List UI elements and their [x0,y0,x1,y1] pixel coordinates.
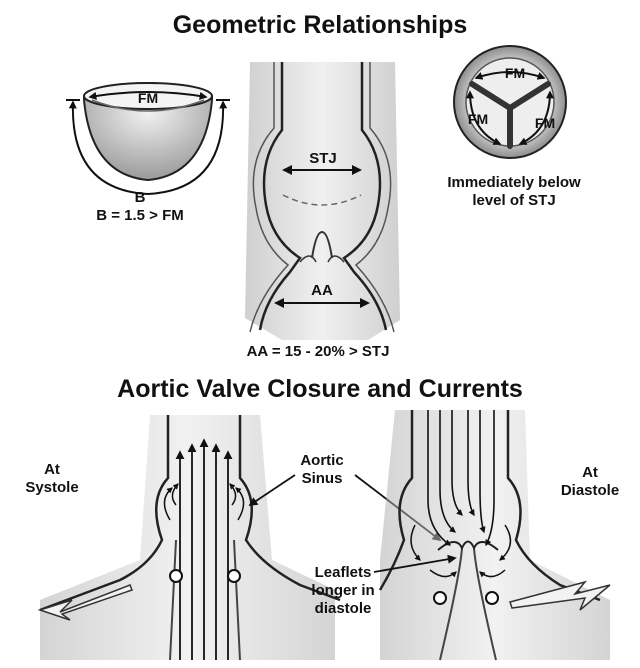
diastole-illustration [380,410,610,660]
ring-fm-left: FM [468,111,488,127]
bowl-fm-label: FM [138,90,158,106]
ring-caption-line2: level of STJ [472,192,555,209]
leaflets-label-line1: Leaflets [315,564,372,581]
sinus-label-line2: Sinus [302,470,343,487]
top-title: Geometric Relationships [173,11,468,39]
commissure-ring-illustration [454,46,566,158]
systole-label-line1: At [44,461,60,478]
ring-fm-right: FM [535,115,555,131]
ring-fm-top: FM [505,65,525,81]
systole-illustration [40,415,340,660]
ring-caption-line1: Immediately below [447,174,581,191]
bowl-base-label: B [135,189,146,206]
bowl-equation: B = 1.5 > FM [96,207,184,224]
diastole-label-line1: At [582,464,598,481]
bottom-title: Aortic Valve Closure and Currents [117,375,523,403]
stj-label: STJ [309,150,337,167]
sinus-label-line1: Aortic [300,452,343,469]
leaflets-label-line3: diastole [315,600,372,617]
systole-label-line2: Systole [25,479,78,496]
aa-equation: AA = 15 - 20% > STJ [247,343,390,360]
diastole-label-line2: Diastole [561,482,619,499]
aa-label: AA [311,282,333,299]
leaflets-label-line2: longer in [311,582,374,599]
